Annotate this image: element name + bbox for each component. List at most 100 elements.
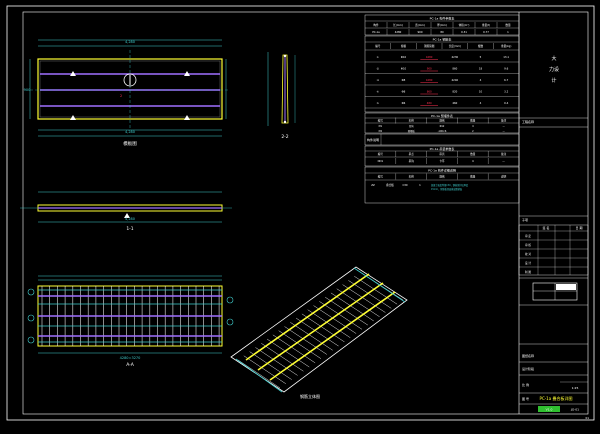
north-arrow-icon xyxy=(123,73,137,87)
table-cell: — xyxy=(502,130,505,133)
table2-title: PC-1a 钢筋表 xyxy=(433,37,452,42)
table-header: 吊点 xyxy=(409,152,415,156)
table-header: 编号 xyxy=(378,152,384,156)
plan-view-title: 模板图 xyxy=(123,140,137,147)
table-cell: 卡环 xyxy=(439,159,445,163)
plan-slab-outline xyxy=(37,58,223,120)
table-header: 吊具 xyxy=(439,152,445,156)
scale-value: 1:25 xyxy=(572,386,579,390)
title-block-row-label: 审 核 xyxy=(525,243,531,247)
table-header: 厚(mm) xyxy=(437,23,447,27)
table-header: 长度(mm) xyxy=(449,44,461,48)
table-cell: 预埋板 xyxy=(408,129,416,133)
plan-view: 4,280 2 900 4,280 模板图 xyxy=(24,39,230,147)
table-header: 规格 xyxy=(401,44,407,48)
stage-label: 设计阶段 xyxy=(522,366,534,371)
table-header: 数量 xyxy=(470,152,476,156)
table-cell: 3.2 xyxy=(504,90,508,94)
table-header: 名称 xyxy=(409,119,415,123)
table1-title: PC-1a 构件参数表 xyxy=(430,16,455,21)
table-cell: 6.7 xyxy=(504,78,508,82)
rebar-shape-cell: 860 xyxy=(427,90,432,94)
table-cell: 820 xyxy=(452,90,457,94)
rebar-shape-cell: 4280 xyxy=(426,55,433,59)
rebar-plan-dim: 4280=3270 xyxy=(120,356,141,360)
table-cell: 1 xyxy=(419,183,421,187)
table-note-line: 混凝土强度等级C30，钢筋保护层厚度 xyxy=(431,183,469,187)
lift-point-icon xyxy=(70,71,190,120)
table-cell: M2 xyxy=(379,130,383,133)
sub-label: 子项 xyxy=(522,217,528,222)
table-cell: -100×6 xyxy=(438,130,447,133)
table-cell: 860 xyxy=(452,67,457,71)
section-1-1-dim: 4,280 xyxy=(125,217,135,221)
table-cell: 460 xyxy=(452,101,457,105)
table-header: 宽(mm) xyxy=(415,23,425,27)
drawing-no-value: JG-01 xyxy=(570,408,579,412)
table-cell: 80 xyxy=(440,30,444,34)
table-cell: Φ10 xyxy=(401,55,407,59)
section-1-1-title: 1-1 xyxy=(126,226,133,232)
table-header: 说明 xyxy=(501,175,507,179)
table-cell: DD1 xyxy=(378,159,384,163)
table-cell: 10 xyxy=(479,90,483,94)
plan-left-dim: 900 xyxy=(24,88,31,92)
table-header: 规格 xyxy=(439,119,445,123)
plan-top-dim: 4,280 xyxy=(125,40,135,44)
section-marker-icon xyxy=(124,213,130,218)
table-cell: 0.4 xyxy=(504,101,508,105)
table-cell: Φ6 xyxy=(402,101,406,105)
table-header: 编号 xyxy=(375,44,381,48)
rebar-shape-cell: 900 xyxy=(427,67,432,71)
table-cell: — xyxy=(502,160,505,163)
table-header: 编号 xyxy=(378,175,384,179)
version-box xyxy=(538,406,560,412)
date-label: 日 期 xyxy=(576,225,583,230)
sig-label: 签 名 xyxy=(543,225,550,230)
table-cell: ③ xyxy=(377,79,380,82)
project-label: 工程名称 xyxy=(522,119,534,124)
table-header: 数量 xyxy=(470,119,476,123)
table-header: 备注 xyxy=(501,152,507,156)
table-header: 重量(kg) xyxy=(501,44,511,48)
table-cell: 18 xyxy=(479,67,483,71)
table-cell: 0.31 xyxy=(461,30,467,34)
table-cell: Φ10 xyxy=(401,67,407,71)
company-name-1: 大 xyxy=(551,55,556,62)
table5-title: PC-1a 构件详细说明 xyxy=(428,168,456,173)
table-cell: 叠合板 xyxy=(386,183,394,187)
table-cell: 9.6 xyxy=(504,67,508,71)
section-2-2: 2-2 xyxy=(267,52,296,140)
table-cell: 吊钩 xyxy=(409,159,415,163)
table-note-line: 15mm，预制板顶面做成粗糙面 xyxy=(431,187,463,191)
table-cell: 2 xyxy=(472,130,474,133)
table-header: 数量 xyxy=(470,175,476,179)
table-cell: ZZ xyxy=(371,183,375,187)
rebar-shape-cell: 4280 xyxy=(426,78,433,82)
table-cell: Φ12 xyxy=(440,125,445,128)
tables-block: PC-1a 构件参数表 构件长(mm)宽(mm)厚(mm)体积(m³)重量(t)… xyxy=(364,14,520,204)
table-cell: 4230 xyxy=(452,55,459,59)
table-header: 体积(m³) xyxy=(459,23,470,27)
plan-bottom-dim: 4,280 xyxy=(125,130,135,134)
table-header: 根数 xyxy=(478,44,484,48)
title-block-row-label: 设 计 xyxy=(525,261,531,265)
table-header: 钢筋简图 xyxy=(424,44,435,48)
table-cell: C30 xyxy=(402,183,407,187)
drawing-frame xyxy=(6,5,595,421)
table4-title: PC-1a 吊装参数表 xyxy=(430,146,455,151)
table-cell: ② xyxy=(377,68,380,71)
drawing-label: 图纸名称 xyxy=(522,353,534,358)
drawing-inner-frame xyxy=(22,11,589,415)
table-cell: ⑤ xyxy=(377,102,380,105)
table-cell: 4 xyxy=(472,125,474,128)
version-text: V1.0 xyxy=(546,408,553,412)
plan-red-label: 2 xyxy=(120,94,122,98)
table-header: 重量(t) xyxy=(482,23,490,27)
table-cell: M1 xyxy=(379,125,383,128)
rebar-plan-title: A-A xyxy=(126,362,135,368)
table-cell: 1 xyxy=(507,30,509,34)
table-header: 规格 xyxy=(439,175,445,179)
table-header: 编号 xyxy=(378,119,384,123)
